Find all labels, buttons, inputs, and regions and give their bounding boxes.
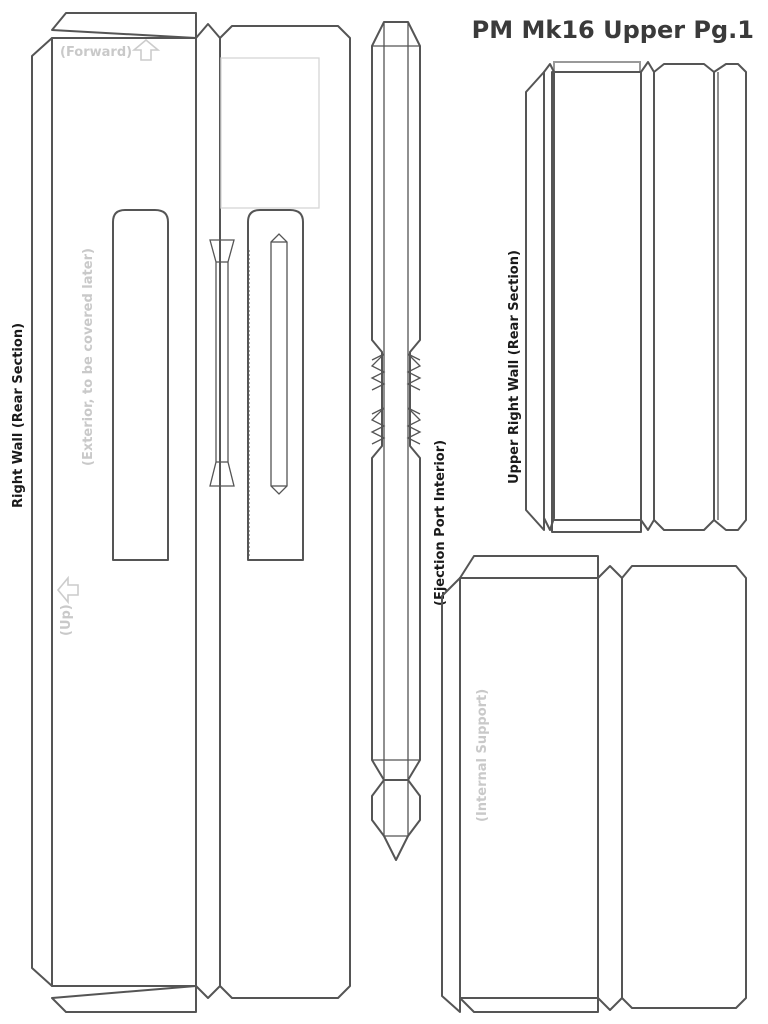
forward-label: (Forward) bbox=[60, 45, 132, 60]
upper-wall-panel-2 bbox=[653, 63, 715, 531]
upper-wall-bottom-tab bbox=[551, 519, 642, 533]
ejection-port-strip bbox=[371, 21, 421, 781]
internal-support-piece: (Internal Support) bbox=[441, 555, 747, 1013]
internal-support-bottom-flap bbox=[459, 997, 599, 1013]
right-wall-main-panel bbox=[51, 37, 197, 987]
spine-slot bbox=[209, 239, 235, 487]
ejection-port-label: (Ejection Port Interior) bbox=[433, 440, 448, 606]
right-wall-piece: Right Wall (Rear Section) (Exterior, to … bbox=[11, 12, 351, 1013]
right-wall-bottom-flap bbox=[51, 985, 197, 1013]
exterior-note-label: (Exterior, to be covered later) bbox=[81, 248, 96, 466]
up-label: (Up) bbox=[59, 604, 74, 636]
right-wall-second-panel bbox=[219, 25, 351, 999]
upper-wall-side-strip-outer bbox=[525, 71, 545, 531]
internal-support-label: (Internal Support) bbox=[475, 689, 490, 822]
right-wall-top-flap bbox=[51, 12, 197, 39]
internal-support-side-strip bbox=[441, 577, 461, 1013]
second-panel-slot bbox=[270, 233, 288, 495]
arrow-up-icon bbox=[131, 38, 161, 61]
ejection-port-tab bbox=[371, 779, 421, 861]
second-panel-window-cutout bbox=[247, 209, 304, 561]
upper-right-wall-piece: Upper Right Wall (Rear Section) bbox=[507, 61, 747, 533]
upper-right-wall-label: Upper Right Wall (Rear Section) bbox=[507, 250, 522, 484]
upper-wall-side-strip-inner bbox=[543, 63, 555, 531]
right-wall-spine-strip bbox=[195, 23, 221, 999]
page-title: PM Mk16 Upper Pg.1 bbox=[472, 16, 754, 44]
internal-support-fold-strip bbox=[597, 565, 623, 1011]
ejection-port-interior-piece: (Ejection Port Interior) bbox=[370, 21, 448, 861]
right-wall-side-strip bbox=[31, 37, 53, 987]
internal-support-top-flap bbox=[459, 555, 599, 579]
right-wall-window-cutout bbox=[112, 209, 169, 561]
right-wall-label: Right Wall (Rear Section) bbox=[11, 323, 26, 508]
internal-support-panel-2 bbox=[621, 565, 747, 1009]
upper-wall-top-tab bbox=[553, 61, 641, 73]
upper-wall-panel-3 bbox=[713, 63, 747, 531]
arrow-left-icon bbox=[56, 575, 79, 605]
upper-wall-main-panel bbox=[551, 71, 642, 521]
upper-wall-fold-strip-1 bbox=[640, 61, 655, 531]
faint-reference-box bbox=[220, 57, 320, 209]
